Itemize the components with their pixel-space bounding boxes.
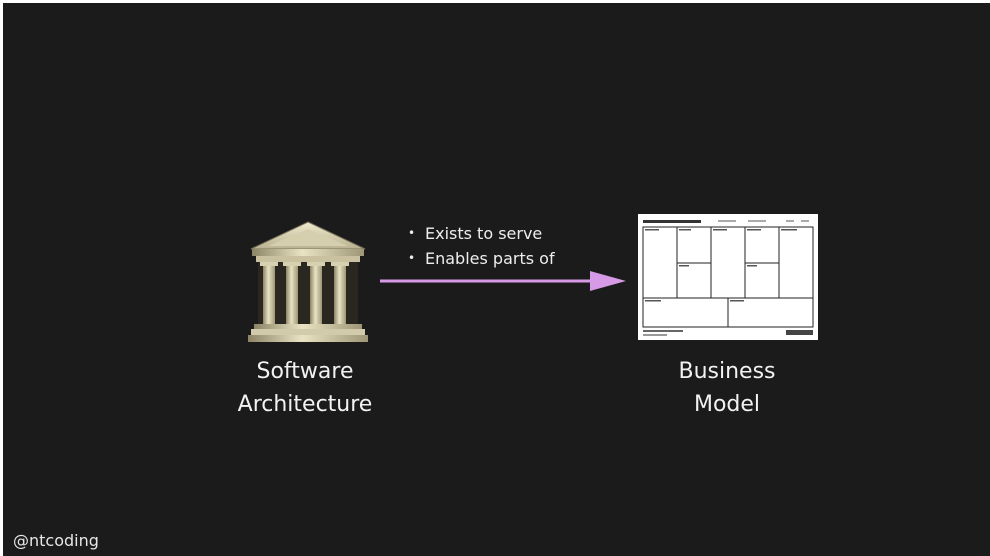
author-handle: @ntcoding	[13, 531, 99, 550]
slide: Software Architecture Exists to serve En…	[3, 3, 990, 556]
business-label-line2: Model	[693, 392, 761, 417]
classical-building-icon	[248, 221, 368, 342]
software-label-line2: Architecture	[237, 392, 373, 417]
software-architecture-label: Software Architecture	[235, 355, 375, 421]
relationship-bullets: Exists to serve Enables parts of	[403, 221, 555, 271]
business-model-canvas-thumbnail	[638, 214, 818, 340]
business-label-line1: Business	[678, 359, 776, 384]
arrow-icon	[380, 271, 626, 291]
bullet-item: Exists to serve	[403, 221, 555, 246]
bullet-item: Enables parts of	[403, 246, 555, 271]
software-label-line1: Software	[256, 359, 354, 384]
business-model-label: Business Model	[657, 355, 797, 421]
